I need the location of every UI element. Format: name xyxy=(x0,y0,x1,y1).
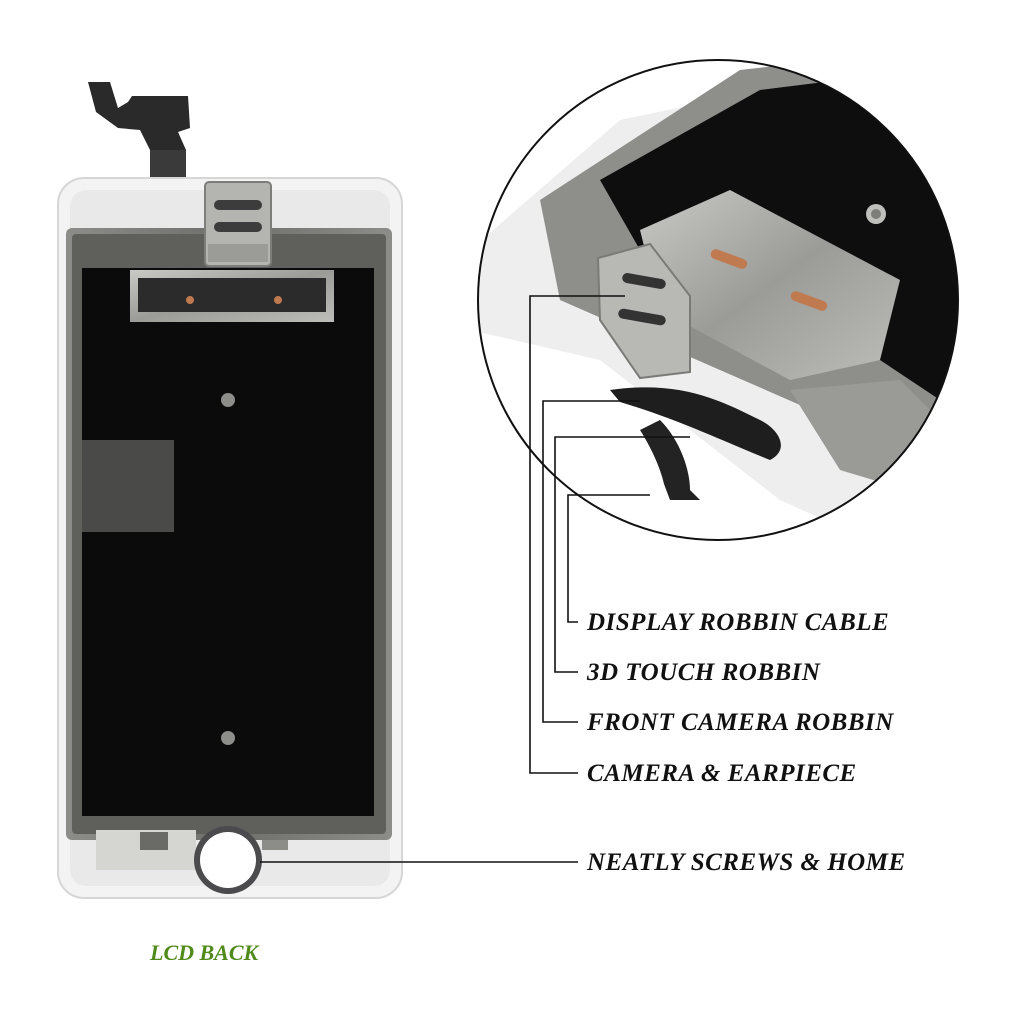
lcd-assembly xyxy=(57,82,403,899)
callout-camera-earpiece: CAMERA & EARPIECE xyxy=(587,760,857,787)
callout-3d-touch-robbin: 3D TOUCH ROBBIN xyxy=(587,659,821,686)
callout-display-robbin-cable: DISPLAY ROBBIN CABLE xyxy=(587,609,890,636)
callout-front-camera-robbin: FRONT CAMERA ROBBIN xyxy=(587,709,894,736)
leader-front-camera-robbin xyxy=(542,400,640,723)
leader-3d-touch-robbin xyxy=(554,436,690,673)
leader-camera-earpiece xyxy=(529,295,625,774)
callout-neatly-screws-home: NEATLY SCREWS & HOME xyxy=(587,849,906,876)
caption-lcd-back: LCD BACK xyxy=(150,940,259,965)
zoom-detail xyxy=(477,59,959,541)
leader-display-robbin-cable xyxy=(567,494,650,623)
leader-lines xyxy=(260,295,690,863)
